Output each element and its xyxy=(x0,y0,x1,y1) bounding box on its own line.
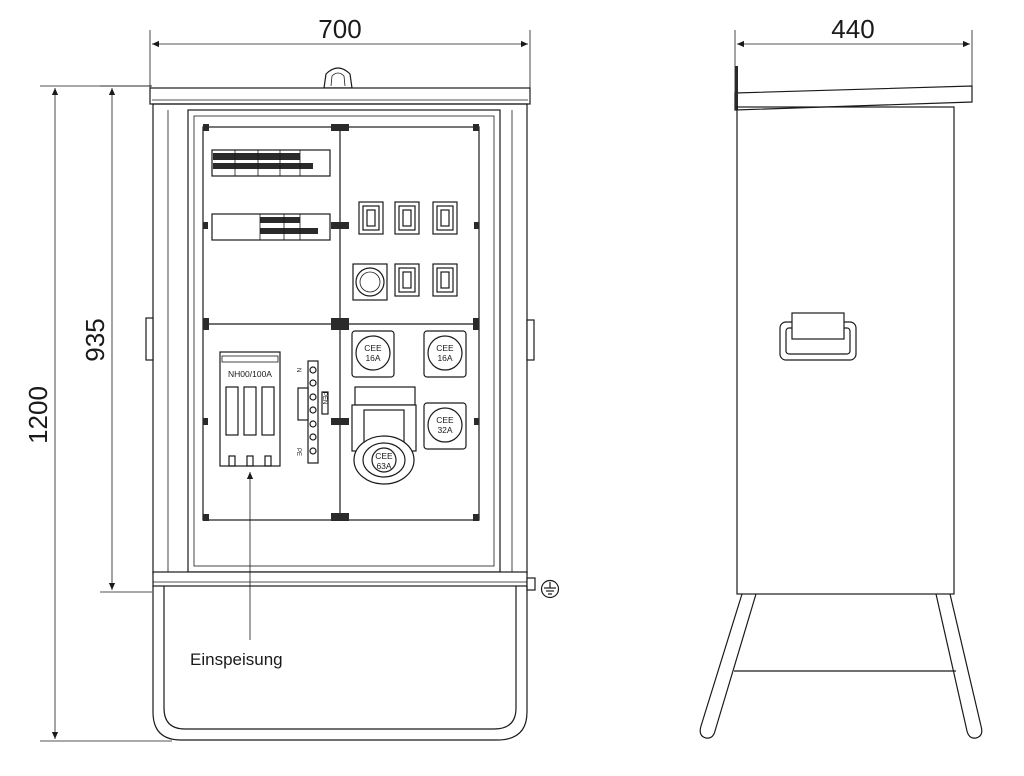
svg-text:63A: 63A xyxy=(376,461,391,471)
roof xyxy=(149,87,531,105)
svg-text:16A: 16A xyxy=(437,353,452,363)
ground-symbol-icon xyxy=(540,579,560,599)
schuko-socket xyxy=(432,263,458,297)
svg-text:CEE: CEE xyxy=(364,343,382,353)
fuse-switch-label: NH00/100A xyxy=(228,369,272,379)
side-body xyxy=(736,106,955,595)
svg-text:CEE: CEE xyxy=(436,415,454,425)
side-view xyxy=(699,66,983,739)
schuko-socket xyxy=(432,201,458,235)
front-view: NH00/100A N PEN PE xyxy=(145,67,560,741)
cee-16a-socket: CEE 16A xyxy=(423,330,467,378)
cee-socket-small-round xyxy=(352,263,388,301)
svg-text:16A: 16A xyxy=(365,353,380,363)
stand-frame-outer xyxy=(152,586,528,741)
terminal-label-pe: PE xyxy=(295,448,301,456)
ground-stud xyxy=(526,577,536,591)
hinge-right xyxy=(526,319,535,361)
schuko-socket xyxy=(394,201,420,235)
terminal-label-pen: PEN xyxy=(321,392,327,404)
side-handle xyxy=(779,312,857,361)
breaker-row-2 xyxy=(211,213,331,241)
dimension-total-height: 1200 xyxy=(23,85,172,742)
svg-text:CEE: CEE xyxy=(375,451,393,461)
side-legs xyxy=(699,593,983,739)
plate-screws xyxy=(203,124,479,521)
dimension-cabinet-height: 935 xyxy=(80,85,152,593)
cee-63a-socket: CEE 63A xyxy=(351,386,417,485)
dimension-depth-side: 440 xyxy=(734,14,973,95)
terminal-label-n: N xyxy=(295,368,301,372)
feed-label: Einspeisung xyxy=(190,650,283,669)
svg-text:32A: 32A xyxy=(437,425,452,435)
dimension-width-front: 700 xyxy=(149,14,531,90)
cee-16a-socket: CEE 16A xyxy=(351,330,395,378)
dimension-label-depth: 440 xyxy=(831,14,874,44)
schuko-socket xyxy=(394,263,420,297)
lifting-eye xyxy=(323,67,353,89)
dimension-label-total-height: 1200 xyxy=(23,386,53,444)
hinge-left xyxy=(145,317,154,361)
terminal-block: N PEN PE xyxy=(295,360,329,464)
dimension-label-cabinet-height: 935 xyxy=(80,318,110,361)
cee-32a-socket: CEE 32A xyxy=(423,402,467,450)
dimension-label-width: 700 xyxy=(318,14,361,44)
nh-fuse-switch: NH00/100A xyxy=(219,351,281,467)
schuko-socket xyxy=(358,201,384,235)
svg-text:CEE: CEE xyxy=(436,343,454,353)
stand-frame-inner xyxy=(163,586,517,730)
breaker-row-1 xyxy=(211,149,331,177)
base-strip xyxy=(152,571,528,587)
